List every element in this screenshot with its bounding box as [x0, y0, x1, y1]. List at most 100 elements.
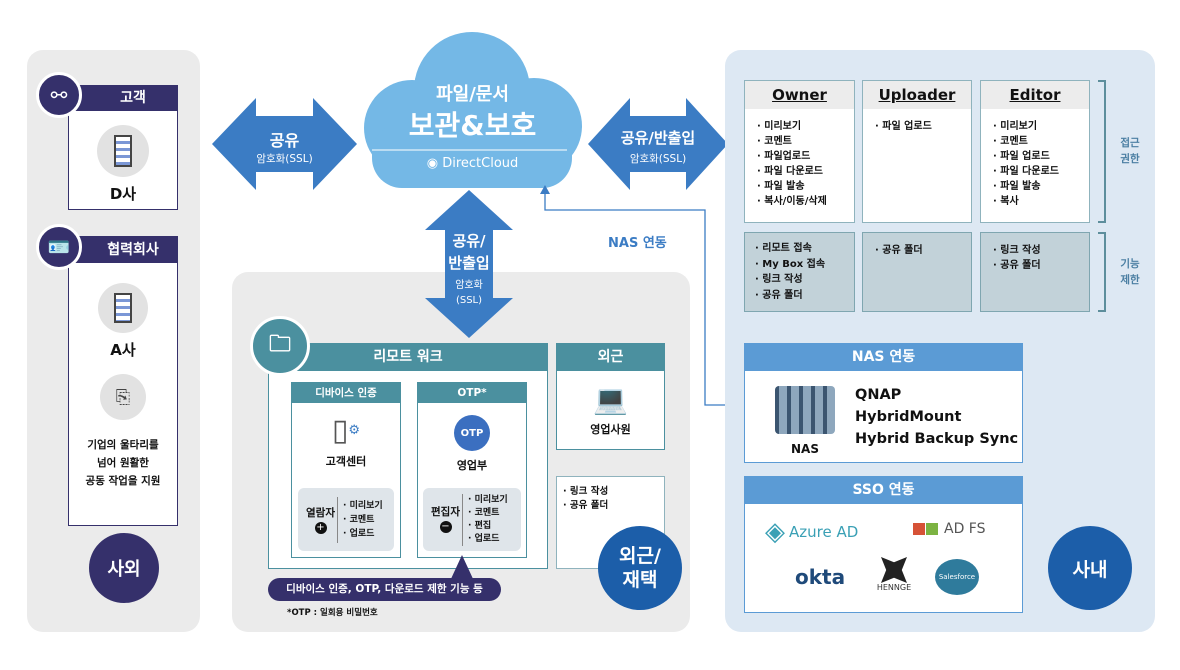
left-arrow-label: 공유 — [269, 131, 300, 150]
laptop-user-icon: 💻 — [593, 383, 628, 416]
device-auth-header: 디바이스 인증 — [292, 383, 400, 403]
building-icon — [98, 283, 148, 333]
outside-items: 링크 작성 공유 폴더 — [563, 485, 658, 513]
role-editor: Editor 미리보기 코멘트 파일 업로드 파일 다운로드 파일 발송 복사 — [980, 80, 1090, 223]
down-arrow-label: 공유/반출입 — [425, 230, 513, 274]
desc-line: 넘어 원활한 — [97, 457, 149, 469]
access-item: 파일 다운로드 — [757, 164, 854, 179]
nas-product: HybridMount — [855, 409, 962, 425]
limit-item: 리모트 접속 — [755, 241, 854, 257]
access-item: 코멘트 — [993, 134, 1089, 149]
customer-name: D사 — [109, 185, 137, 203]
limit-item: My Box 접속 — [755, 257, 854, 273]
editor-items: 미리보기 코멘트 편집 업로드 — [463, 494, 508, 546]
customer-header: 고객 — [69, 86, 177, 111]
access-item: 미리보기 — [993, 119, 1089, 134]
perm-item: 코멘트 — [343, 513, 383, 527]
otp-footnote: *OTP : 일회용 비밀번호 — [287, 608, 378, 618]
windows-icon — [913, 522, 938, 536]
partner-description: 기업의 울타리를 넘어 원활한 공동 작업을 지원 — [69, 436, 177, 490]
customer-box: 고객 D사 — [68, 85, 178, 210]
hennge-logo: HENNGE — [869, 557, 919, 592]
directcloud-icon: ◉ — [426, 156, 443, 171]
outside-box: 외근 💻 영업사원 — [556, 343, 665, 450]
feature-item: 공유 폴더 — [563, 499, 658, 513]
access-item: 파일 업로드 — [875, 119, 971, 134]
right-arrow-label: 공유/반출입 — [620, 129, 696, 147]
access-bracket — [1098, 80, 1106, 223]
sso-header: SSO 연동 — [745, 477, 1022, 504]
role-name: Owner — [745, 81, 854, 109]
limit-item: 링크 작성 — [993, 243, 1089, 258]
id-card-icon: 🪪 — [36, 224, 82, 270]
down-sub-1: 암호화 — [455, 280, 483, 291]
access-item: 파일 발송 — [757, 179, 854, 194]
internal-badge: 사내 — [1048, 526, 1132, 610]
phone-gear-icon: ▯⚙ — [331, 413, 361, 448]
hennge-text: HENNGE — [876, 583, 912, 592]
down-arrow — [425, 190, 513, 338]
viewer-role: 열람자+ — [304, 496, 338, 543]
access-item: 복사/이동/삭제 — [757, 194, 854, 209]
nas-link-label: NAS 연동 — [608, 236, 667, 251]
building-icon — [97, 125, 149, 177]
access-item: 코멘트 — [757, 134, 854, 149]
access-item: 파일 발송 — [993, 179, 1089, 194]
access-item: 파일 다운로드 — [993, 164, 1089, 179]
access-label: 접근 권한 — [1120, 137, 1140, 165]
nas-product: QNAP — [855, 387, 902, 403]
feature-item: 링크 작성 — [563, 485, 658, 499]
cloud-folder-icon: 🗀 — [250, 316, 310, 376]
azure-diamond-icon: ◈ — [765, 517, 785, 547]
editor-role: 편집자 − — [429, 493, 463, 546]
okta-logo: okta — [795, 565, 846, 589]
cloud-line2: 보관&보호 — [408, 109, 537, 142]
minus-icon: − — [439, 520, 452, 533]
outside-person: 영업사원 — [590, 423, 631, 436]
perm-item: 미리보기 — [468, 494, 508, 507]
nas-header: NAS 연동 — [745, 344, 1022, 371]
remote-work-header: 리모트 워크 — [269, 344, 547, 371]
directcloud-logo: ◉ DirectCloud — [355, 156, 590, 171]
owner-limits: 리모트 접속 My Box 접속 링크 작성 공유 폴더 — [744, 232, 855, 312]
nas-icon-label: NAS — [791, 442, 819, 456]
editor-limits: 링크 작성 공유 폴더 — [980, 232, 1090, 312]
salesforce-logo: Salesforce — [935, 559, 979, 595]
link-icon: ⚯ — [36, 72, 82, 118]
callout-pointer — [450, 555, 474, 581]
desc-line: 기업의 울타리를 — [87, 439, 159, 451]
otp-dept: 영업부 — [456, 459, 488, 472]
access-item: 파일업로드 — [757, 149, 854, 164]
nas-box: NAS 연동 NAS QNAP HybridMount Hybrid Backu… — [744, 343, 1023, 463]
directcloud-brand: DirectCloud — [442, 156, 519, 171]
right-arrow-sub: 암호화(SSL) — [629, 153, 687, 165]
viewer-permissions: 열람자+ 미리보기 코멘트 업로드 — [298, 488, 394, 551]
azure-ad-logo: ◈Azure AD — [765, 517, 858, 547]
left-arrow-sub: 암호화(SSL) — [256, 153, 313, 165]
partner-header: 협력회사 — [69, 237, 177, 263]
perm-item: 업로드 — [343, 527, 383, 541]
limit-item: 공유 폴더 — [875, 243, 971, 258]
desc-line: 공동 작업을 지원 — [85, 475, 161, 487]
limit-list: 링크 작성 공유 폴더 — [993, 243, 1089, 273]
access-item: 파일 업로드 — [993, 149, 1089, 164]
otp-icon: OTP — [454, 415, 490, 451]
sso-box: SSO 연동 ◈Azure AD AD FS okta HENNGE Sales… — [744, 476, 1023, 613]
partner-name: A사 — [110, 341, 136, 359]
callout-pill: 디바이스 인증, OTP, 다운로드 제한 기능 등 — [268, 578, 501, 601]
role-uploader: Uploader 파일 업로드 — [862, 80, 972, 223]
limit-item: 링크 작성 — [755, 272, 854, 288]
limit-list: 공유 폴더 — [875, 243, 971, 258]
limit-item: 공유 폴더 — [993, 258, 1089, 273]
limit-label: 기능 제한 — [1120, 258, 1140, 286]
down-sub-2: (SSL) — [455, 295, 483, 306]
access-list: 미리보기 코멘트 파일 업로드 파일 다운로드 파일 발송 복사 — [981, 109, 1089, 209]
otp-header: OTP* — [418, 383, 526, 403]
external-badge: 사외 — [89, 533, 159, 603]
perm-item: 코멘트 — [468, 507, 508, 520]
nas-device-icon — [775, 386, 835, 434]
adfs-logo: AD FS — [913, 521, 986, 537]
editor-role-label: 편집자 — [431, 505, 460, 518]
remote-badge: 외근/ 재택 — [598, 526, 682, 610]
perm-item: 업로드 — [468, 533, 508, 546]
